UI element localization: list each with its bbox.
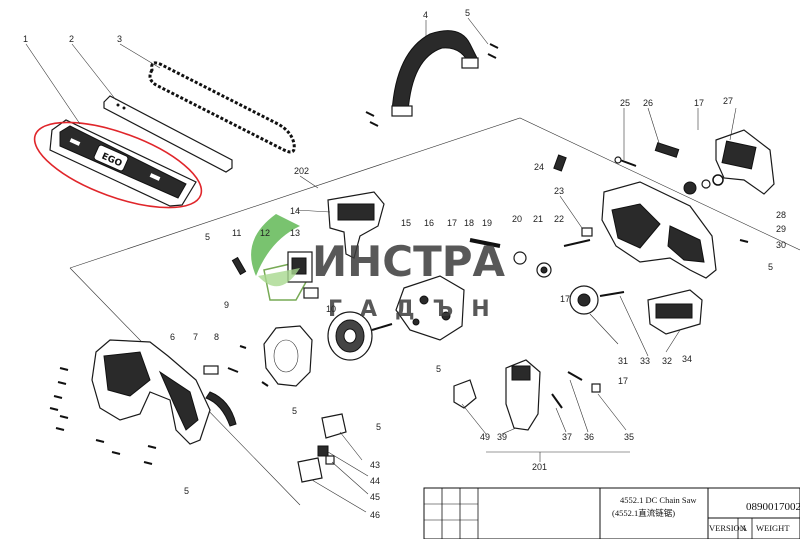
callout-5a: 5 [465, 8, 470, 18]
callout-17c: 17 [560, 294, 570, 304]
callout-5d: 5 [292, 406, 297, 416]
callout-46: 46 [370, 510, 380, 520]
callout-2: 2 [69, 34, 74, 44]
title-model-en: 4552.1 DC Chain Saw [620, 495, 697, 505]
callout-23: 23 [554, 186, 564, 196]
drawing-number: 0890017002 [746, 501, 800, 513]
callout-27: 27 [723, 96, 733, 106]
leader-lines [25, 17, 737, 513]
callout-6: 6 [170, 332, 175, 342]
callout-12: 12 [260, 228, 270, 238]
callout-5c: 5 [436, 364, 441, 374]
callout-44: 44 [370, 476, 380, 486]
callout-35: 35 [624, 432, 634, 442]
left-housing [91, 339, 211, 445]
callout-22: 22 [554, 214, 564, 224]
watermark-line2: ГАДЪН [328, 297, 508, 322]
callout-45: 45 [370, 492, 380, 502]
callout-49: 49 [480, 432, 490, 442]
bar-logo [93, 144, 129, 172]
callout-13: 13 [290, 228, 300, 238]
callout-20: 20 [512, 214, 522, 224]
callout-25: 25 [620, 98, 630, 108]
part-2-guide-bar [103, 95, 233, 173]
right-housing [601, 181, 717, 279]
callout-18: 18 [464, 218, 474, 228]
callout-5b: 5 [205, 232, 210, 242]
part-9-fan-housing [261, 325, 313, 387]
callout-43: 43 [370, 460, 380, 470]
part-5-screws-top [365, 43, 499, 127]
callout-16: 16 [424, 218, 434, 228]
part-4-front-handle [391, 30, 479, 117]
callout-17d: 17 [618, 376, 628, 386]
parts-23-24 [553, 154, 593, 237]
callout-17a: 17 [447, 218, 457, 228]
callout-10: 10 [326, 304, 336, 314]
callout-24: 24 [534, 162, 544, 172]
callout-37: 37 [562, 432, 572, 442]
callout-30: 30 [776, 240, 786, 250]
callout-201: 201 [532, 462, 547, 472]
screws-left-cluster [49, 367, 157, 465]
callout-8: 8 [214, 332, 219, 342]
parts-28-29-30 [683, 174, 749, 243]
parts-6-7-8 [203, 345, 247, 427]
callout-36: 36 [584, 432, 594, 442]
assembly-outline-top [69, 117, 800, 269]
switch-assembly-201 [453, 359, 630, 462]
weight-label: WEIGHT [756, 523, 790, 533]
callout-39: 39 [497, 432, 507, 442]
version-label: VERSION [709, 523, 746, 533]
parts-31-34 [569, 285, 703, 335]
parts-25-26-27 [614, 129, 775, 195]
callout-34: 34 [682, 354, 692, 364]
callout-26: 26 [643, 98, 653, 108]
part-14-lever [327, 191, 385, 259]
callout-21: 21 [533, 214, 543, 224]
callout-5g: 5 [768, 262, 773, 272]
callout-29: 29 [776, 224, 786, 234]
callout-11: 11 [232, 228, 241, 238]
version-value: A [741, 523, 748, 533]
callout-4: 4 [423, 10, 428, 20]
callout-9: 9 [224, 300, 229, 310]
part-1-bar-cover: EGO [49, 119, 197, 207]
callout-7: 7 [193, 332, 198, 342]
part-10-motor [327, 311, 393, 361]
callout-32: 32 [662, 356, 672, 366]
callout-3: 3 [117, 34, 122, 44]
callout-28: 28 [776, 210, 786, 220]
callout-1: 1 [23, 34, 28, 44]
part-3-chain [148, 61, 296, 154]
callout-14: 14 [290, 206, 300, 216]
parts-43-46 [297, 413, 347, 483]
callout-5f: 5 [376, 422, 381, 432]
center-gearbox [395, 238, 591, 341]
watermark: ИНСТРА ГАДЪН [251, 214, 508, 322]
callout-labels: 1 2 3 4 5 5 5 5 5 5 5 5 6 7 8 9 10 11 12… [23, 8, 786, 520]
title-block: 4552.1 DC Chain Saw (4552.1直流链锯) 0890017… [423, 487, 800, 539]
highlight-circle [33, 121, 203, 209]
callout-33: 33 [640, 356, 650, 366]
callout-19: 19 [482, 218, 492, 228]
watermark-line1: ИНСТРА [312, 237, 506, 286]
callout-15: 15 [401, 218, 411, 228]
callout-202: 202 [294, 166, 309, 176]
callout-5e: 5 [184, 486, 189, 496]
leaf-icon [251, 214, 300, 276]
title-model-cn: (4552.1直流链锯) [612, 508, 675, 518]
callout-31: 31 [618, 356, 628, 366]
callout-17b: 17 [694, 98, 704, 108]
